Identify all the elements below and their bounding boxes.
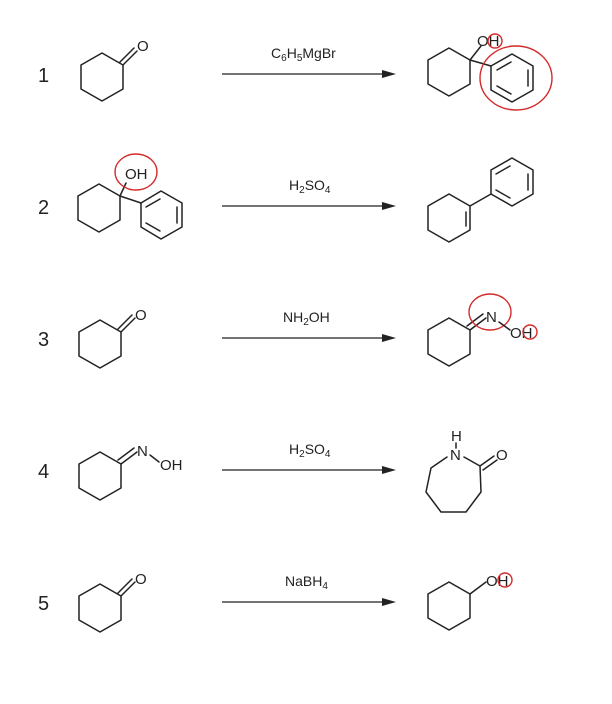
oxygen-label: O (135, 571, 147, 588)
reaction-number: 5 (38, 593, 49, 615)
reagent-label: H2SO4 (289, 441, 331, 460)
reaction-arrow (222, 334, 396, 342)
reaction-4: 4 N OH H2SO4 H N O (38, 428, 508, 513)
nitrogen-label: N (450, 447, 461, 464)
phenylcyclohexanol-reactant: OH (77, 153, 183, 240)
phenylcyclohexanol-product: OH (427, 33, 553, 111)
cyclohexanone-reactant: O (78, 307, 147, 369)
highlight-circle (479, 45, 553, 111)
reaction-5: 5 O NaBH4 OH (38, 571, 513, 633)
reaction-number: 3 (38, 329, 49, 351)
reaction-1: 1 O C6H5MgBr OH (38, 33, 553, 111)
reaction-3: 3 O NH2OH N OH (38, 293, 538, 369)
reaction-number: 4 (38, 461, 49, 483)
highlight-circle (114, 153, 158, 191)
phenylcyclohexene-product (427, 157, 534, 243)
cyclohexanol-product: OH (427, 572, 513, 631)
cyclohexanone-oxime-product: N OH (427, 293, 538, 367)
reagent-label: H2SO4 (289, 177, 331, 196)
reaction-arrow (222, 202, 396, 210)
caprolactam-product: H N O (425, 428, 508, 513)
reagent-label: NaBH4 (285, 573, 328, 592)
reaction-number: 2 (38, 197, 49, 219)
oxygen-label: O (137, 38, 149, 55)
reaction-arrow (222, 598, 396, 606)
hydroxyl-label: OH (486, 573, 509, 590)
reaction-arrow (222, 466, 396, 474)
hydroxyl-label: OH (125, 166, 148, 183)
cyclohexanone-oxime-reactant: N OH (78, 443, 183, 501)
reagent-label: NH2OH (283, 309, 330, 328)
oxygen-label: O (496, 447, 508, 464)
highlight-circle (468, 293, 512, 331)
cyclohexanone-reactant: O (78, 571, 147, 633)
highlight-circle (497, 572, 513, 588)
reaction-arrow (222, 70, 396, 78)
reaction-number: 1 (38, 65, 49, 87)
highlight-circle (487, 33, 503, 49)
hydrogen-label: H (451, 428, 462, 445)
nitrogen-label: N (486, 309, 497, 326)
hydroxyl-label: OH (160, 457, 183, 474)
reaction-2: 2 OH H2SO4 (38, 153, 534, 243)
highlight-circle (522, 324, 538, 340)
cyclohexanone-reactant: O (80, 38, 149, 102)
nitrogen-label: N (137, 443, 148, 460)
reagent-label: C6H5MgBr (271, 45, 336, 64)
oxygen-label: O (135, 307, 147, 324)
